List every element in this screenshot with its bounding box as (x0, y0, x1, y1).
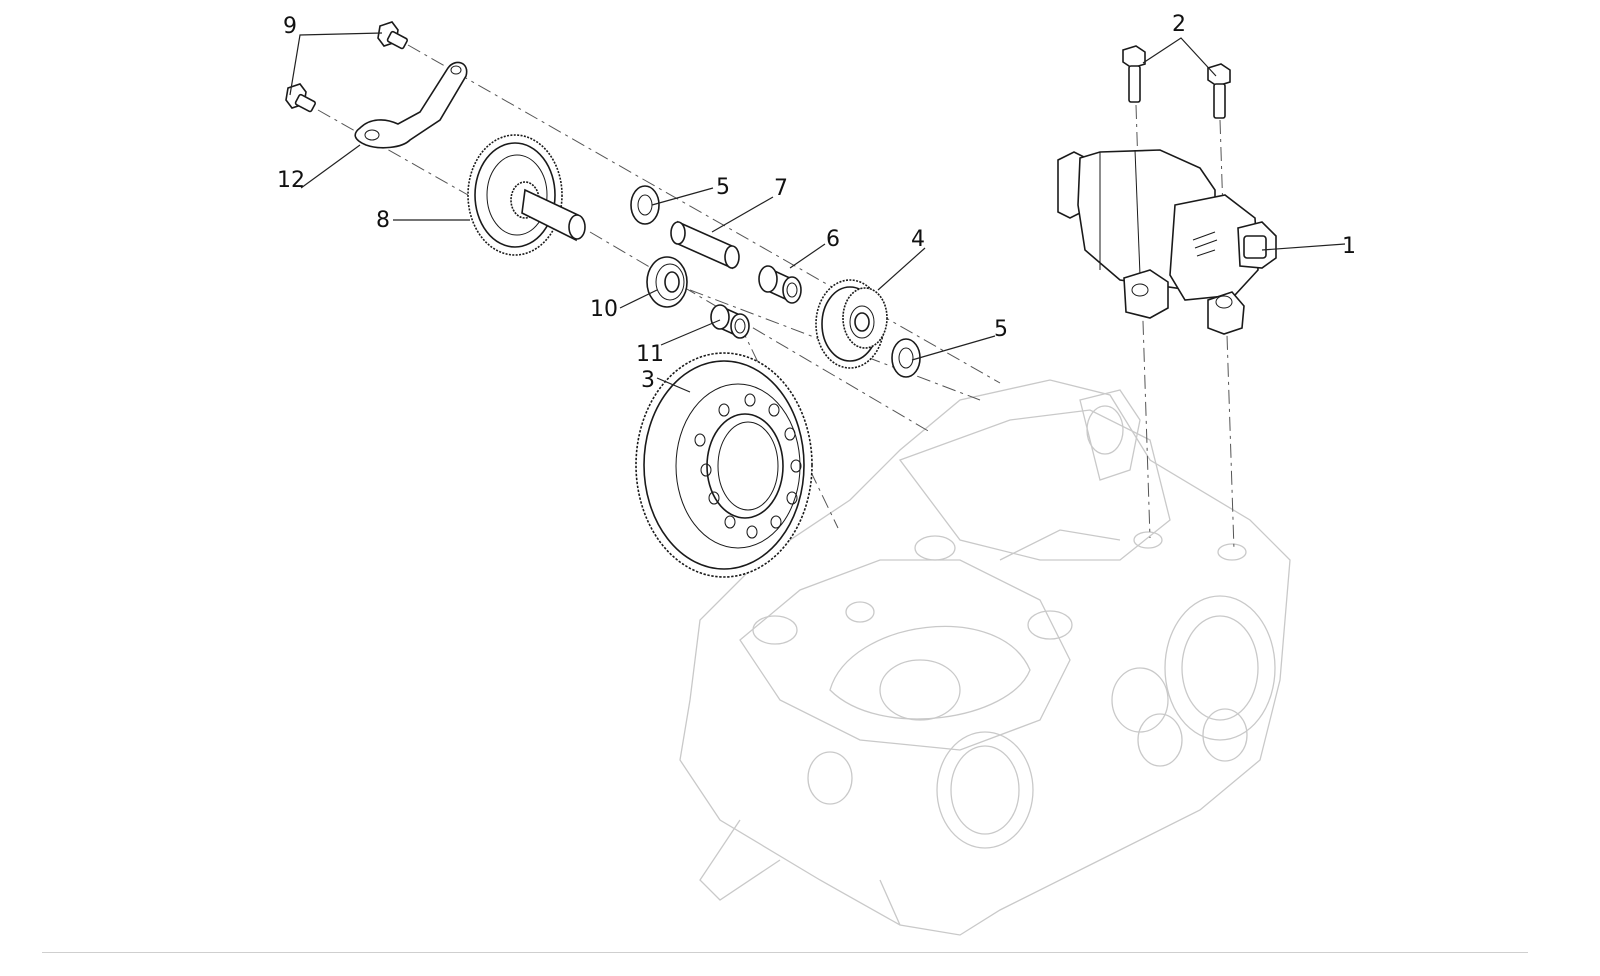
callout-6: 6 (826, 227, 840, 252)
ball-bearing-10 (646, 256, 688, 308)
bolt-9-lower (285, 83, 316, 113)
callout-10: 10 (590, 297, 618, 322)
motor-bolt-2-left (1122, 45, 1146, 103)
callout-5b: 5 (994, 317, 1008, 342)
callout-2: 2 (1172, 12, 1186, 37)
idler-gear-shaft-8 (467, 134, 586, 256)
washer-5-upper (630, 185, 660, 225)
callout-12: 12 (277, 168, 305, 193)
engine-crankcase-ghost (679, 379, 1291, 936)
leader-lines (289, 32, 1346, 393)
motor-bolt-2-right (1207, 63, 1231, 119)
callout-11: 11 (636, 342, 664, 367)
callout-labels: 1 2 3 4 5 5 6 7 8 9 10 11 12 (277, 12, 1356, 393)
callout-9: 9 (283, 14, 297, 39)
bolt-9-upper (377, 21, 408, 50)
callout-7: 7 (774, 176, 788, 201)
starter-ring-gear-3 (635, 352, 813, 578)
needle-bearing-11 (710, 304, 750, 339)
intermediate-gear-4 (815, 279, 888, 369)
footer-divider (42, 952, 1528, 953)
bracket-12 (354, 61, 468, 149)
starter-motor-label-plate (1192, 231, 1218, 257)
starter-motor-1 (1057, 149, 1277, 335)
callout-1: 1 (1342, 234, 1356, 259)
callout-3: 3 (641, 368, 655, 393)
callout-4: 4 (911, 227, 925, 252)
needle-bearing-6 (758, 265, 802, 304)
callout-5a: 5 (716, 175, 730, 200)
sleeve-7 (670, 220, 740, 270)
washer-5-lower (891, 338, 921, 378)
callout-8: 8 (376, 208, 390, 233)
